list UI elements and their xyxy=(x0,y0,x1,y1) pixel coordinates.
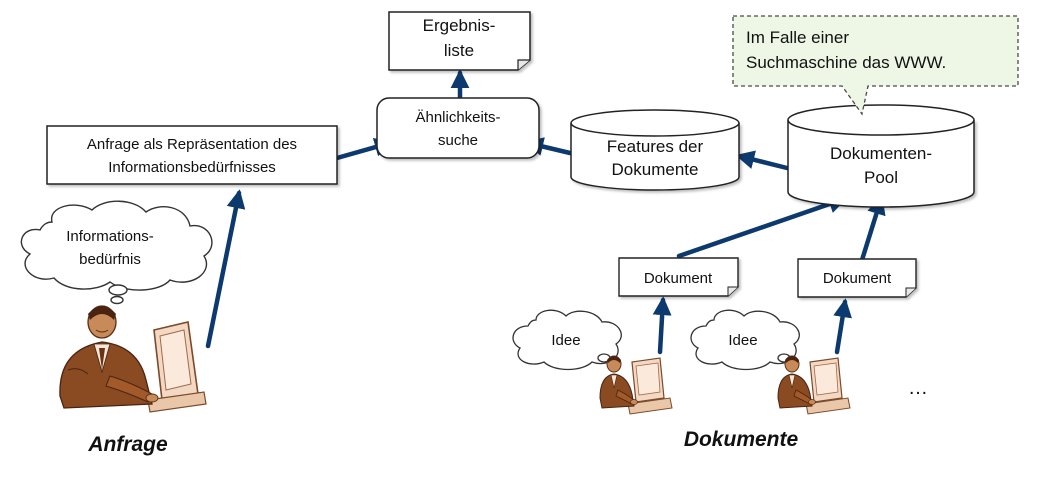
arrow-author2-to-doc2 xyxy=(833,298,852,355)
arrow-user-to-query xyxy=(205,189,246,349)
thought-idea-1: Idee xyxy=(512,309,622,371)
ellipsis: … xyxy=(908,377,928,399)
document-pool-line2: Pool xyxy=(864,168,898,187)
document-features-line1: Features der xyxy=(607,137,704,156)
information-need-line1: Informations- xyxy=(66,228,154,245)
query-representation-line2: Informationsbedürfnisses xyxy=(108,159,276,176)
arrow-doc1-to-pool xyxy=(676,195,848,259)
document-1-label: Dokument xyxy=(644,270,713,287)
idea-1-label: Idee xyxy=(551,332,580,349)
person-at-computer-icon xyxy=(777,355,851,415)
node-document-1: Dokument xyxy=(618,257,739,297)
flow-arrows xyxy=(205,69,886,355)
similarity-search-line2: suche xyxy=(438,132,478,149)
node-result-list: Ergebnis- liste xyxy=(388,11,531,71)
document-2-label: Dokument xyxy=(823,270,892,287)
thought-idea-2: Idee xyxy=(690,309,800,371)
node-document-features: Features der Dokumente xyxy=(570,109,740,191)
document-features-line2: Dokumente xyxy=(612,160,699,179)
thought-information-need: Informations- bedürfnis xyxy=(20,200,213,305)
person-at-computer-icon xyxy=(599,355,673,415)
arrow-doc2-to-pool xyxy=(859,195,886,263)
caption-dokumente: Dokumente xyxy=(684,428,799,451)
caption-anfrage: Anfrage xyxy=(87,433,168,456)
node-query-representation: Anfrage als Repräsentation des Informati… xyxy=(46,125,338,185)
callout-line1: Im Falle einer xyxy=(746,28,849,47)
node-document-2: Dokument xyxy=(797,258,917,298)
query-representation-line1: Anfrage als Repräsentation des xyxy=(87,136,297,153)
information-need-line2: bedürfnis xyxy=(79,251,141,268)
arrow-author1-to-doc1 xyxy=(652,296,672,355)
result-list-line1: Ergebnis- xyxy=(423,16,496,35)
person-at-computer-icon xyxy=(59,305,207,413)
idea-2-label: Idee xyxy=(728,332,757,349)
document-pool-line1: Dokumenten- xyxy=(830,144,932,163)
node-similarity-search: Ähnlichkeits- suche xyxy=(376,97,540,159)
result-list-line2: liste xyxy=(444,41,474,60)
callout-www: Im Falle einer Suchmaschine das WWW. xyxy=(732,15,1019,116)
arrow-pool-to-features xyxy=(735,150,790,171)
node-document-pool: Dokumenten- Pool xyxy=(787,104,975,208)
callout-line2: Suchmaschine das WWW. xyxy=(746,53,946,72)
similarity-search-line1: Ähnlichkeits- xyxy=(415,109,500,126)
